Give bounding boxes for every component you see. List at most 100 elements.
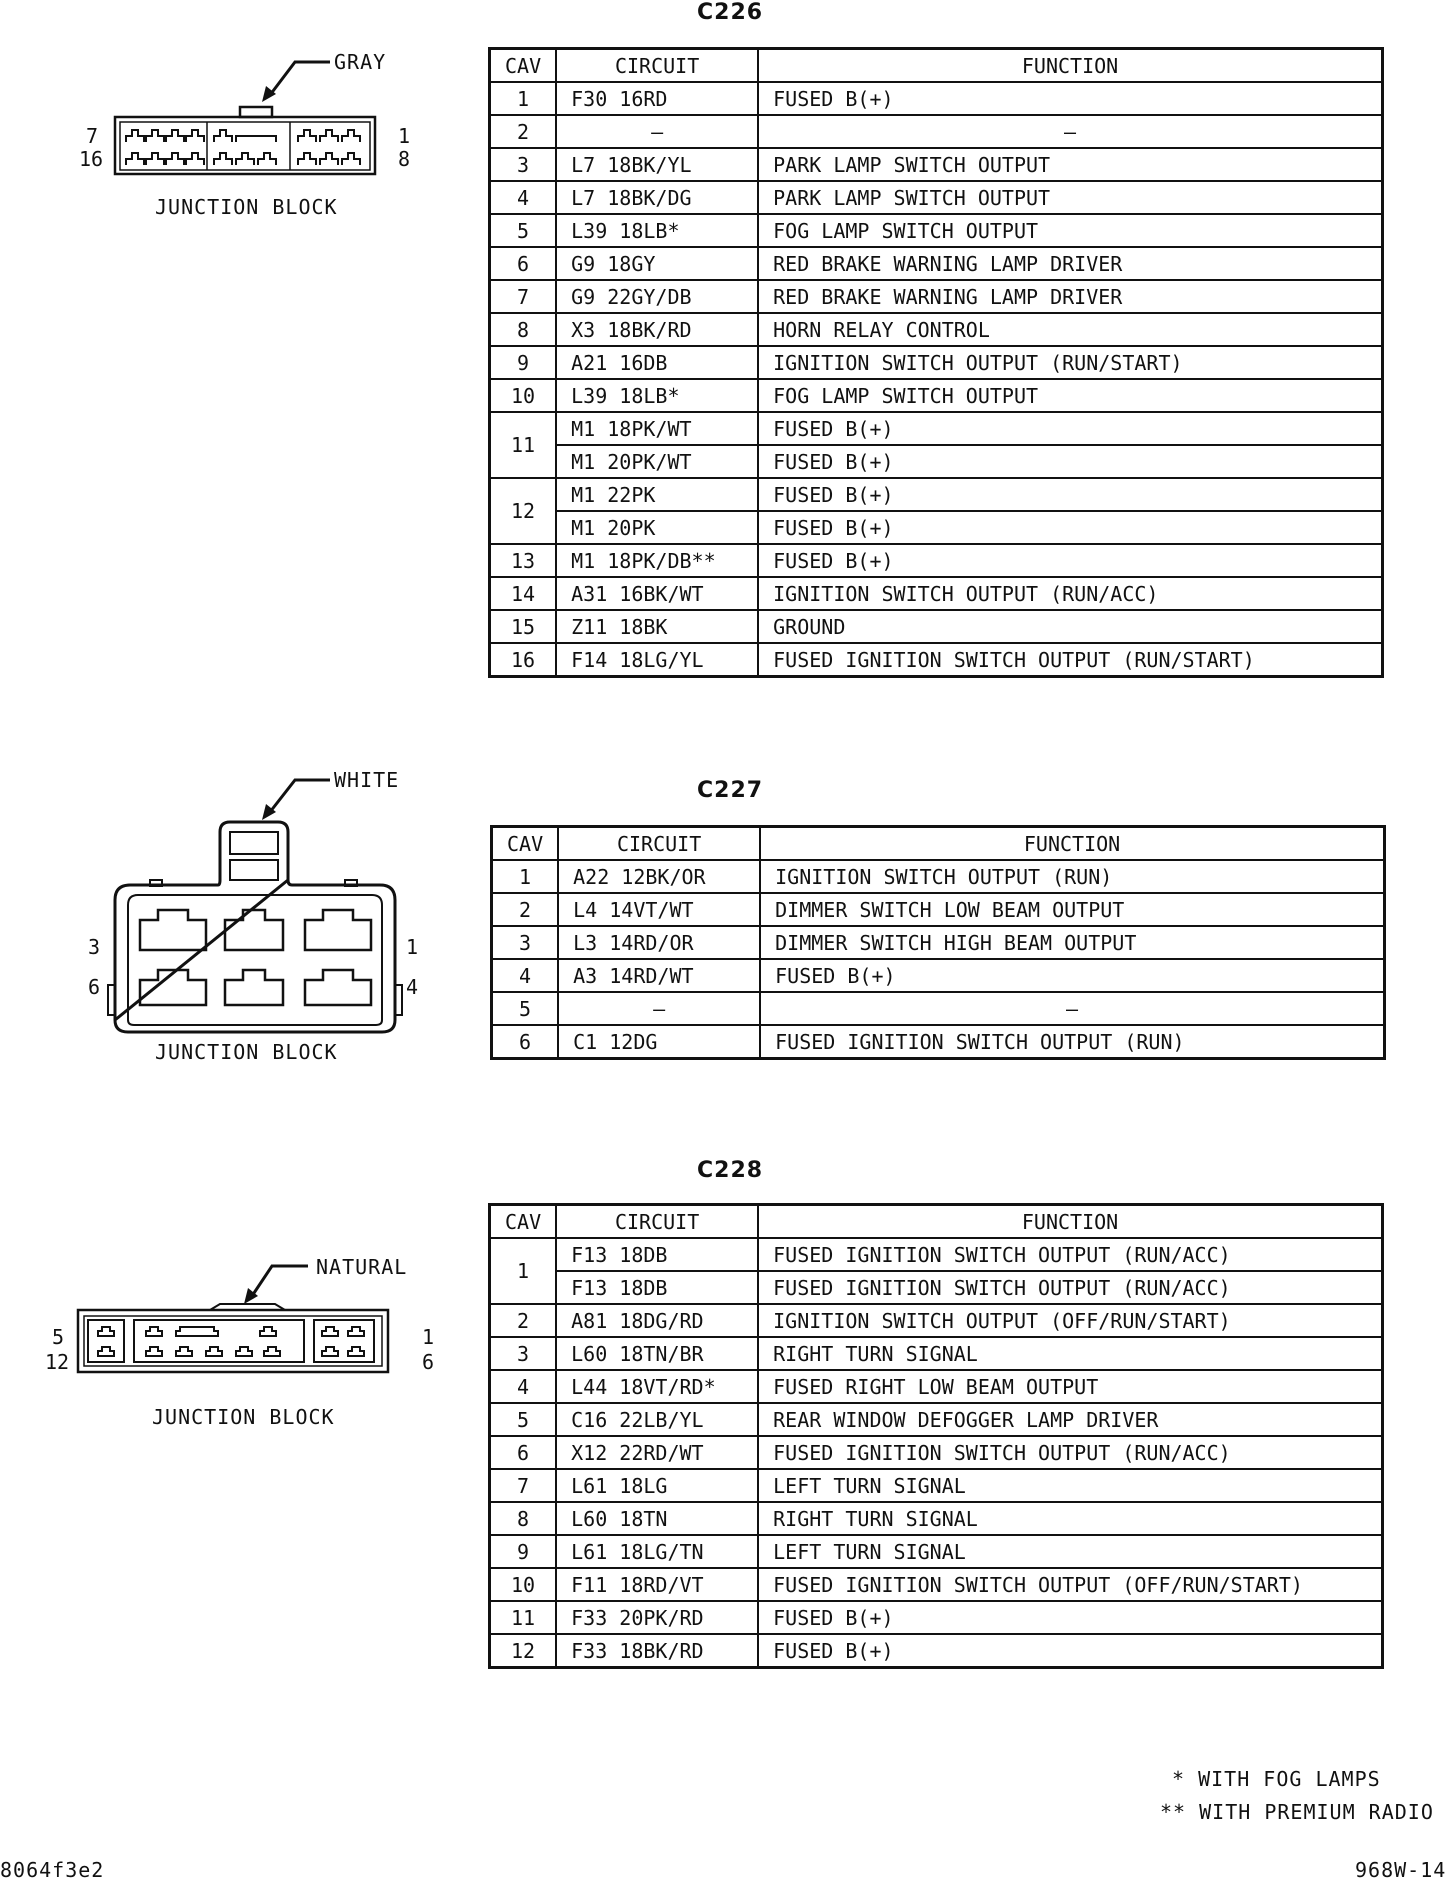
- circuit-cell: M1 18PK/DB**: [555, 543, 760, 578]
- cav-cell: 3: [488, 147, 558, 182]
- function-cell: FUSED B(+): [757, 477, 1384, 512]
- circuit-cell: A3 14RD/WT: [557, 958, 762, 993]
- circuit-cell: L60 18TN: [555, 1501, 760, 1536]
- function-cell: FUSED B(+): [757, 444, 1384, 479]
- function-cell: HORN RELAY CONTROL: [757, 312, 1384, 347]
- function-cell: IGNITION SWITCH OUTPUT (OFF/RUN/START): [757, 1303, 1384, 1338]
- header-cav: CAV: [490, 825, 560, 861]
- cav-cell: 5: [490, 991, 560, 1026]
- header-circuit: CIRCUIT: [555, 47, 760, 83]
- circuit-cell: L44 18VT/RD*: [555, 1369, 760, 1404]
- circuit-cell: X3 18BK/RD: [555, 312, 760, 347]
- cav-cell: 6: [488, 1435, 558, 1470]
- cav-cell: 12: [488, 477, 558, 545]
- function-cell: RED BRAKE WARNING LAMP DRIVER: [757, 246, 1384, 281]
- cav-cell: 1: [488, 1237, 558, 1305]
- header-cav: CAV: [488, 47, 558, 83]
- circuit-cell: F30 16RD: [555, 81, 760, 116]
- circuit-cell: A21 16DB: [555, 345, 760, 380]
- function-cell: –: [757, 114, 1384, 149]
- cav-cell: 3: [488, 1336, 558, 1371]
- function-cell: RIGHT TURN SIGNAL: [757, 1336, 1384, 1371]
- circuit-cell: M1 18PK/WT: [555, 411, 760, 446]
- cav-cell: 12: [488, 1633, 558, 1669]
- circuit-cell: G9 22GY/DB: [555, 279, 760, 314]
- circuit-cell: M1 20PK/WT: [555, 444, 760, 479]
- pin-label-bottom-right: 6: [422, 1350, 435, 1374]
- function-cell: REAR WINDOW DEFOGGER LAMP DRIVER: [757, 1402, 1384, 1437]
- function-cell: PARK LAMP SWITCH OUTPUT: [757, 180, 1384, 215]
- circuit-cell: L60 18TN/BR: [555, 1336, 760, 1371]
- circuit-cell: M1 22PK: [555, 477, 760, 512]
- pin-label-top-right: 1: [398, 124, 411, 148]
- cav-cell: 4: [488, 1369, 558, 1404]
- cav-cell: 11: [488, 1600, 558, 1635]
- junction-block-label: JUNCTION BLOCK: [155, 195, 338, 219]
- cav-cell: 4: [490, 958, 560, 993]
- function-cell: FUSED B(+): [759, 958, 1386, 993]
- circuit-cell: L4 14VT/WT: [557, 892, 762, 927]
- cav-cell: 5: [488, 213, 558, 248]
- function-cell: RIGHT TURN SIGNAL: [757, 1501, 1384, 1536]
- function-cell: LEFT TURN SIGNAL: [757, 1468, 1384, 1503]
- circuit-cell: L39 18LB*: [555, 213, 760, 248]
- function-cell: FUSED B(+): [757, 411, 1384, 446]
- function-cell: FUSED IGNITION SWITCH OUTPUT (RUN/ACC): [757, 1435, 1384, 1470]
- note-premium-radio: ** WITH PREMIUM RADIO: [1160, 1800, 1434, 1824]
- circuit-cell: G9 18GY: [555, 246, 760, 281]
- cav-cell: 7: [488, 279, 558, 314]
- table-row: 5––: [490, 991, 1386, 1026]
- function-cell: FUSED B(+): [757, 1600, 1384, 1635]
- pin-label-top-left: 3: [88, 935, 101, 959]
- cav-cell: 10: [488, 378, 558, 413]
- pin-label-top-right: 1: [406, 935, 419, 959]
- circuit-cell: L7 18BK/YL: [555, 147, 760, 182]
- color-label-white: WHITE: [334, 768, 400, 792]
- function-cell: LEFT TURN SIGNAL: [757, 1534, 1384, 1569]
- connector-title-c228: C228: [697, 1158, 764, 1183]
- circuit-cell: F13 18DB: [555, 1270, 760, 1305]
- circuit-cell: –: [557, 991, 762, 1026]
- cav-cell: 6: [488, 246, 558, 281]
- circuit-cell: L61 18LG/TN: [555, 1534, 760, 1569]
- cav-cell: 4: [488, 180, 558, 215]
- header-cav: CAV: [488, 1203, 558, 1239]
- function-cell: FUSED B(+): [757, 510, 1384, 545]
- pin-label-top-right: 1: [422, 1325, 435, 1349]
- circuit-cell: Z11 18BK: [555, 609, 760, 644]
- connector-diagram-c226: [113, 60, 377, 176]
- circuit-cell: L3 14RD/OR: [557, 925, 762, 960]
- cav-cell: 16: [488, 642, 558, 678]
- pin-label-top-left: 7: [86, 124, 99, 148]
- header-circuit: CIRCUIT: [557, 825, 762, 861]
- table-row: 2––: [488, 114, 1384, 149]
- function-cell: IGNITION SWITCH OUTPUT (RUN/START): [757, 345, 1384, 380]
- cav-cell: 1: [488, 81, 558, 116]
- cav-cell: 11: [488, 411, 558, 479]
- table-header-row: CAV CIRCUIT FUNCTION: [490, 825, 1386, 861]
- function-cell: DIMMER SWITCH LOW BEAM OUTPUT: [759, 892, 1386, 927]
- connector-diagram-c227: [107, 778, 403, 1034]
